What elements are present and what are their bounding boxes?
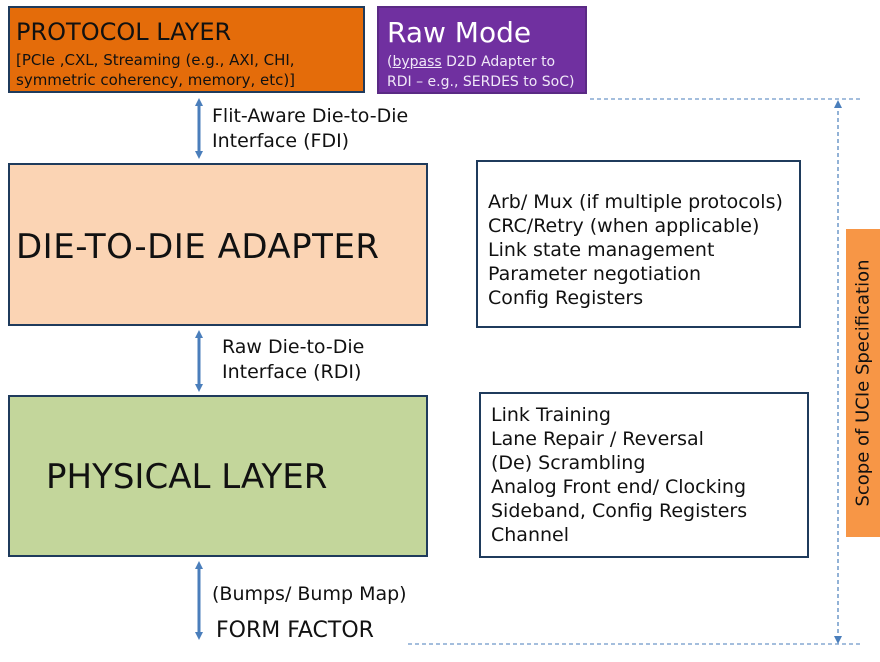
rdi-label-line-2: Interface (RDI): [222, 361, 362, 383]
fdi-label-line-2: Interface (FDI): [212, 130, 350, 152]
adapter-feature: Link state management: [488, 239, 715, 261]
physical-layer-title: PHYSICAL LAYER: [46, 457, 328, 497]
raw-mode-line-1: (bypass D2D Adapter to: [387, 52, 574, 72]
raw-mode-line-1-rest: D2D Adapter to: [441, 54, 556, 70]
protocol-layer-box: PROTOCOL LAYER [PCIe ,CXL, Streaming (e.…: [8, 6, 365, 93]
fdi-label-line-1: Flit-Aware Die-to-Die: [212, 105, 409, 127]
bypass-link[interactable]: bypass: [392, 54, 442, 70]
adapter-feature: Parameter negotiation: [488, 263, 702, 285]
raw-mode-open-paren: (: [387, 54, 393, 70]
raw-mode-title: Raw Mode: [387, 16, 532, 49]
protocol-layer-line-1: [PCIe ,CXL, Streaming (e.g., AXI, CHI,: [16, 51, 295, 69]
protocol-layer-subtitle: [PCIe ,CXL, Streaming (e.g., AXI, CHI, s…: [16, 50, 295, 90]
raw-mode-box: Raw Mode (bypass D2D Adapter to RDI – e.…: [377, 6, 587, 94]
adapter-feature: CRC/Retry (when applicable): [488, 215, 760, 237]
scope-bar: Scope of UCIe Specification: [846, 229, 880, 537]
fdi-label: Flit-Aware Die-to-Die Interface (FDI): [212, 104, 408, 154]
raw-mode-line-2: RDI – e.g., SERDES to SoC): [387, 74, 575, 90]
physical-feature: Lane Repair / Reversal: [491, 428, 704, 450]
bumps-label: (Bumps/ Bump Map): [212, 583, 407, 605]
physical-feature: Analog Front end/ Clocking: [491, 476, 747, 498]
die-to-die-adapter-box: DIE-TO-DIE ADAPTER: [8, 163, 428, 326]
adapter-feature: Config Registers: [488, 287, 644, 309]
adapter-feature-list: Arb/ Mux (if multiple protocols) CRC/Ret…: [476, 160, 801, 328]
protocol-layer-line-2: symmetric coherency, memory, etc)]: [16, 71, 296, 89]
die-to-die-adapter-title: DIE-TO-DIE ADAPTER: [16, 227, 380, 267]
rdi-label: Raw Die-to-Die Interface (RDI): [222, 335, 364, 385]
form-factor-label: FORM FACTOR: [216, 618, 374, 643]
physical-feature: Link Training: [491, 404, 611, 426]
physical-layer-box: PHYSICAL LAYER: [8, 395, 428, 557]
rdi-label-line-1: Raw Die-to-Die: [222, 336, 365, 358]
physical-feature: Sideband, Config Registers: [491, 500, 748, 522]
protocol-layer-title: PROTOCOL LAYER: [16, 18, 232, 46]
adapter-feature: Arb/ Mux (if multiple protocols): [488, 191, 783, 213]
physical-feature: Channel: [491, 524, 570, 546]
physical-feature: (De) Scrambling: [491, 452, 646, 474]
physical-feature-list: Link Training Lane Repair / Reversal (De…: [479, 392, 809, 558]
scope-label: Scope of UCIe Specification: [852, 259, 874, 507]
raw-mode-subtitle: (bypass D2D Adapter to RDI – e.g., SERDE…: [387, 52, 574, 92]
